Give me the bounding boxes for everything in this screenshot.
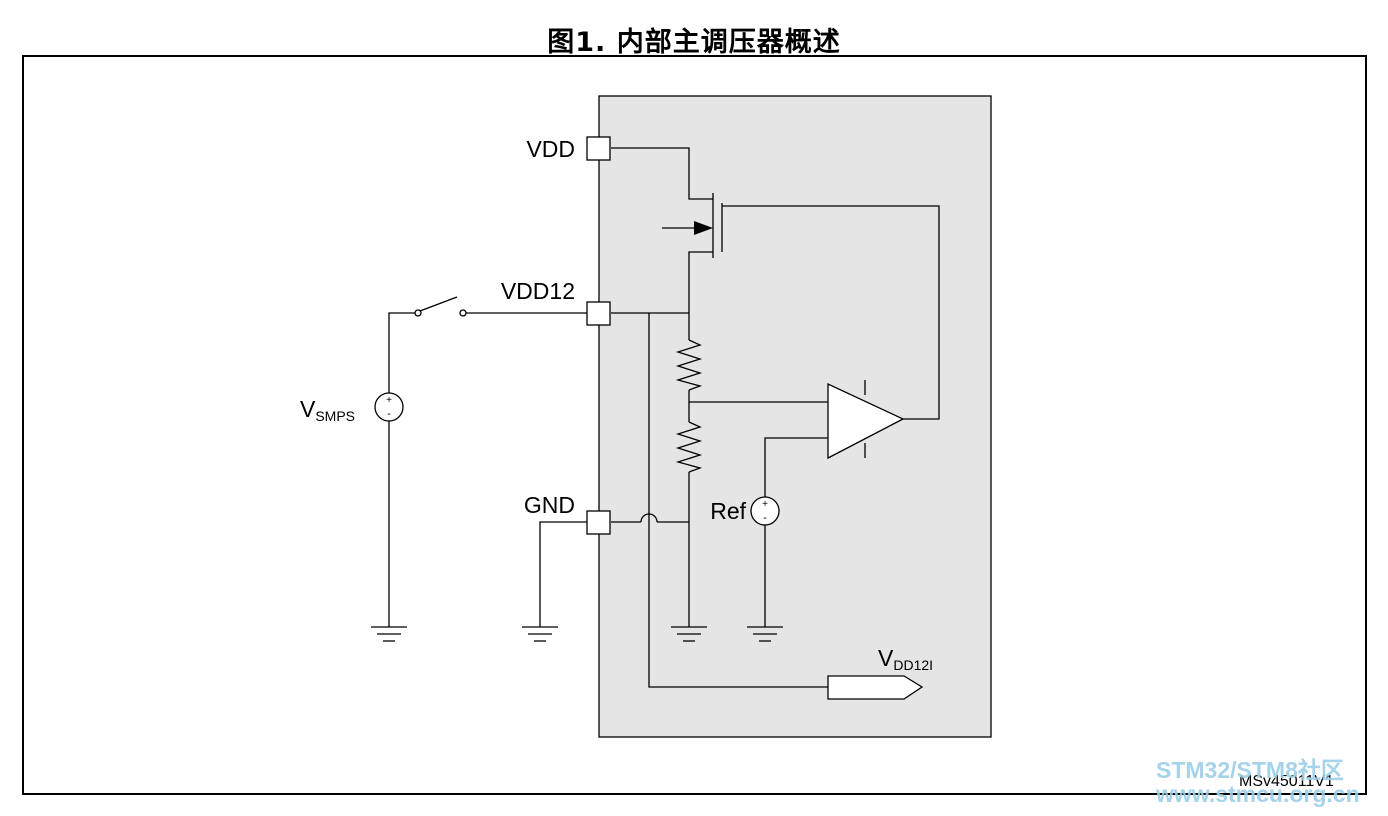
wire-ext-left xyxy=(388,312,415,393)
figure-id: MSv45011V1 xyxy=(1239,773,1334,790)
ground-gnd-pin xyxy=(522,626,558,642)
label-ref: Ref xyxy=(710,498,746,524)
chip-body xyxy=(598,95,992,738)
wire-drain xyxy=(688,251,713,313)
watermark-line2: www.stmcu.org.cn xyxy=(1156,781,1360,807)
watermark: STM32/STM8社区 www.stmcu.org.cn xyxy=(1156,758,1380,806)
wire-gnd-ext xyxy=(539,521,587,627)
figure-title: 图1. 内部主调压器概述 xyxy=(547,27,841,58)
label-vdd: VDD xyxy=(526,136,575,162)
ground-symbols xyxy=(371,626,783,642)
ref-minus: - xyxy=(763,512,767,524)
resistor-lower xyxy=(675,421,703,473)
outer-frame xyxy=(22,55,1367,795)
vdd12i-output-arrow xyxy=(827,675,924,700)
ground-ref xyxy=(747,626,783,642)
wire-vdd12i xyxy=(648,313,828,688)
ref-source: + - xyxy=(750,496,780,526)
ref-plus: + xyxy=(762,499,768,510)
ground-vsmps xyxy=(371,626,407,642)
pin-box-gnd xyxy=(586,510,611,535)
label-gnd: GND xyxy=(524,492,575,518)
resistor-upper xyxy=(675,339,703,391)
wires xyxy=(388,147,940,688)
label-vdd12i: VDD12I xyxy=(878,645,933,673)
wire-vdd xyxy=(611,147,713,200)
ground-divider xyxy=(671,626,707,642)
vsmps-minus: - xyxy=(387,408,391,420)
switch xyxy=(414,296,467,317)
wire-ref xyxy=(764,437,828,497)
pmos-transistor xyxy=(662,193,723,258)
vsmps-plus: + xyxy=(386,395,392,406)
label-vdd12: VDD12 xyxy=(501,278,575,304)
vsmps-source: + - xyxy=(374,392,404,422)
watermark-line1: STM32/STM8社区 xyxy=(1156,757,1344,783)
label-vsmps: VSMPS xyxy=(300,396,355,424)
pin-box-vdd xyxy=(586,136,611,161)
opamp xyxy=(827,382,905,460)
wire-opamp-out xyxy=(722,205,940,420)
pin-box-vdd12 xyxy=(586,301,611,326)
